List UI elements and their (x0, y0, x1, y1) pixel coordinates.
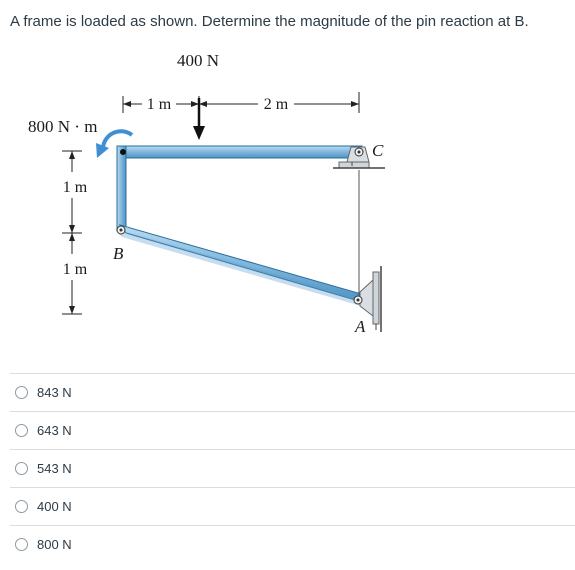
choice-label: 843 N (37, 385, 72, 400)
top-dimension (122, 92, 360, 113)
frame-diagram: 400 N 1 m 2 m 800 N · m (28, 51, 385, 336)
label-a: A (354, 317, 366, 336)
choice-800[interactable]: 800 N (10, 525, 575, 563)
radio-button[interactable] (15, 424, 28, 437)
support-c-icon (333, 146, 385, 169)
choice-843[interactable]: 843 N (10, 373, 575, 411)
choice-643[interactable]: 643 N (10, 411, 575, 449)
member-diagonal-shade (115, 229, 361, 306)
dim-top-left-label: 1 m (147, 96, 172, 113)
dim-left-lower-label: 1 m (63, 261, 88, 278)
member-vertical (116, 145, 127, 232)
choice-label: 400 N (37, 499, 72, 514)
label-c: C (372, 141, 384, 160)
frame-figure: 400 N 1 m 2 m 800 N · m (0, 40, 575, 360)
choice-label: 543 N (37, 461, 72, 476)
choice-400[interactable]: 400 N (10, 487, 575, 525)
moment-label: 800 N · m (28, 117, 97, 136)
question-text: A frame is loaded as shown. Determine th… (10, 13, 529, 30)
choice-label: 643 N (37, 423, 72, 438)
force-arrow (193, 98, 205, 140)
support-a-icon (353, 266, 382, 332)
left-dimension (62, 150, 82, 315)
radio-button[interactable] (15, 462, 28, 475)
dim-left-upper-label: 1 m (63, 179, 88, 196)
joint-dot (120, 149, 126, 155)
pin-b-icon (116, 225, 126, 235)
choice-label: 800 N (37, 537, 72, 552)
answer-choices: 843 N 643 N 543 N 400 N 800 N (10, 373, 575, 563)
radio-button[interactable] (15, 386, 28, 399)
dim-top-right-label: 2 m (264, 96, 289, 113)
radio-button[interactable] (15, 500, 28, 513)
label-b: B (113, 244, 124, 263)
choice-543[interactable]: 543 N (10, 449, 575, 487)
force-label: 400 N (177, 51, 219, 70)
member-top (116, 145, 363, 159)
radio-button[interactable] (15, 538, 28, 551)
moment-arrow-icon (96, 129, 134, 158)
